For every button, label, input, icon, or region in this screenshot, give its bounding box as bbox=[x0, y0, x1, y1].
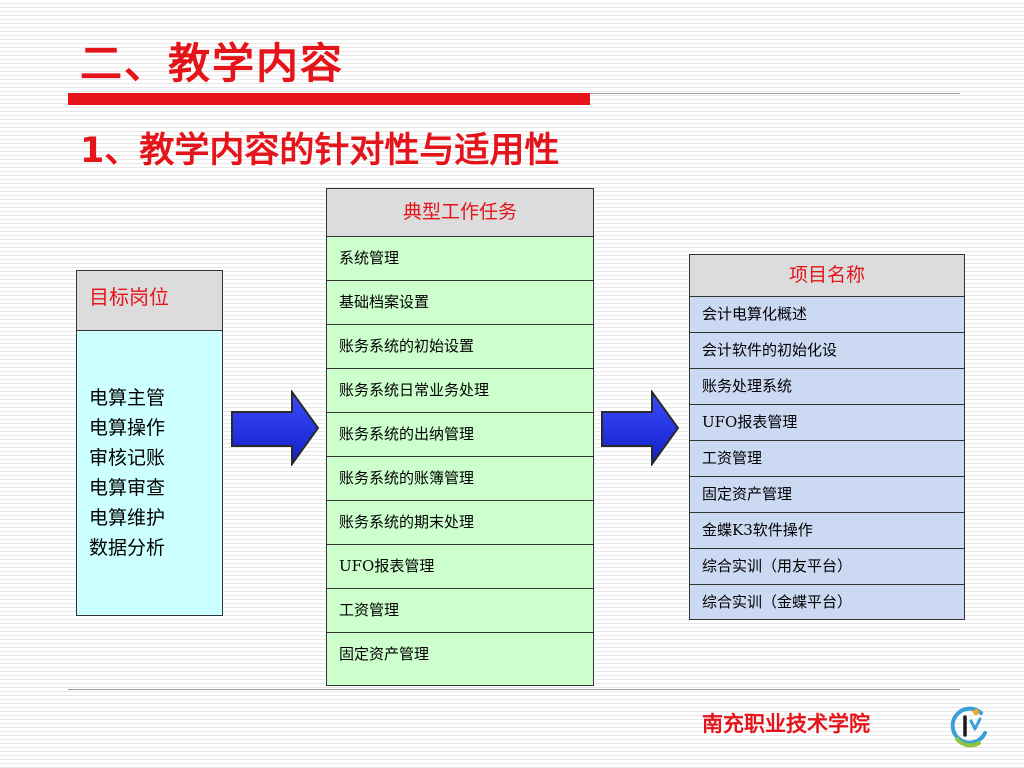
target-position-item: 审核记账 bbox=[89, 447, 166, 469]
project-item: 金蝶K3软件操作 bbox=[690, 513, 964, 549]
right-arrow-icon bbox=[231, 390, 320, 466]
target-position-item: 电算操作 bbox=[89, 417, 166, 439]
project-item: 固定资产管理 bbox=[690, 477, 964, 513]
task-item: 固定资产管理 bbox=[339, 645, 430, 663]
project-names-box: 项目名称 会计电算化概述 会计软件的初始化设 账务处理系统 UFO报表管理 工资… bbox=[689, 254, 965, 620]
task-item: 基础档案设置 bbox=[327, 281, 593, 325]
task-item: 工资管理 bbox=[327, 589, 593, 633]
college-logo-icon bbox=[950, 706, 987, 748]
project-item: UFO报表管理 bbox=[690, 405, 964, 441]
project-item: 会计软件的初始化设 bbox=[690, 333, 964, 369]
typical-tasks-box: 典型工作任务 系统管理 基础档案设置 账务系统的初始设置 账务系统日常业务处理 … bbox=[326, 188, 594, 686]
target-positions-list: 电算主管 电算操作 审核记账 电算审查 电算维护 数据分析 bbox=[77, 331, 222, 563]
target-position-item: 数据分析 bbox=[89, 537, 166, 559]
target-position-item: 电算维护 bbox=[89, 507, 166, 529]
typical-tasks-list: 系统管理 基础档案设置 账务系统的初始设置 账务系统日常业务处理 账务系统的出纳… bbox=[327, 237, 593, 677]
target-position-item: 电算主管 bbox=[89, 387, 166, 409]
task-item: 系统管理 bbox=[327, 237, 593, 281]
task-item: 账务系统的账簿管理 bbox=[327, 457, 593, 501]
task-item: 账务系统的初始设置 bbox=[327, 325, 593, 369]
project-item: 综合实训（金蝶平台） bbox=[702, 593, 853, 611]
target-positions-header: 目标岗位 bbox=[77, 271, 222, 331]
title-underline-bar bbox=[68, 93, 590, 105]
project-item: 工资管理 bbox=[690, 441, 964, 477]
school-name: 南充职业技术学院 bbox=[702, 711, 870, 736]
project-item: 综合实训（用友平台） bbox=[690, 549, 964, 585]
page-subtitle: 1、教学内容的针对性与适用性 bbox=[80, 131, 560, 171]
typical-tasks-header: 典型工作任务 bbox=[327, 189, 593, 237]
footer-divider-line bbox=[68, 689, 960, 690]
right-arrow-icon bbox=[601, 390, 680, 466]
target-positions-box: 目标岗位 电算主管 电算操作 审核记账 电算审查 电算维护 数据分析 bbox=[76, 270, 223, 616]
task-item: 账务系统日常业务处理 bbox=[327, 369, 593, 413]
task-item: UFO报表管理 bbox=[327, 545, 593, 589]
target-position-item: 电算审查 bbox=[89, 477, 166, 499]
page-title: 二、教学内容 bbox=[80, 39, 345, 88]
project-names-header: 项目名称 bbox=[690, 255, 964, 297]
project-item: 会计电算化概述 bbox=[690, 297, 964, 333]
task-item: 账务系统的出纳管理 bbox=[327, 413, 593, 457]
project-names-list: 会计电算化概述 会计软件的初始化设 账务处理系统 UFO报表管理 工资管理 固定… bbox=[690, 297, 964, 621]
project-item: 账务处理系统 bbox=[690, 369, 964, 405]
title-divider-line bbox=[590, 93, 960, 94]
task-item: 账务系统的期末处理 bbox=[327, 501, 593, 545]
